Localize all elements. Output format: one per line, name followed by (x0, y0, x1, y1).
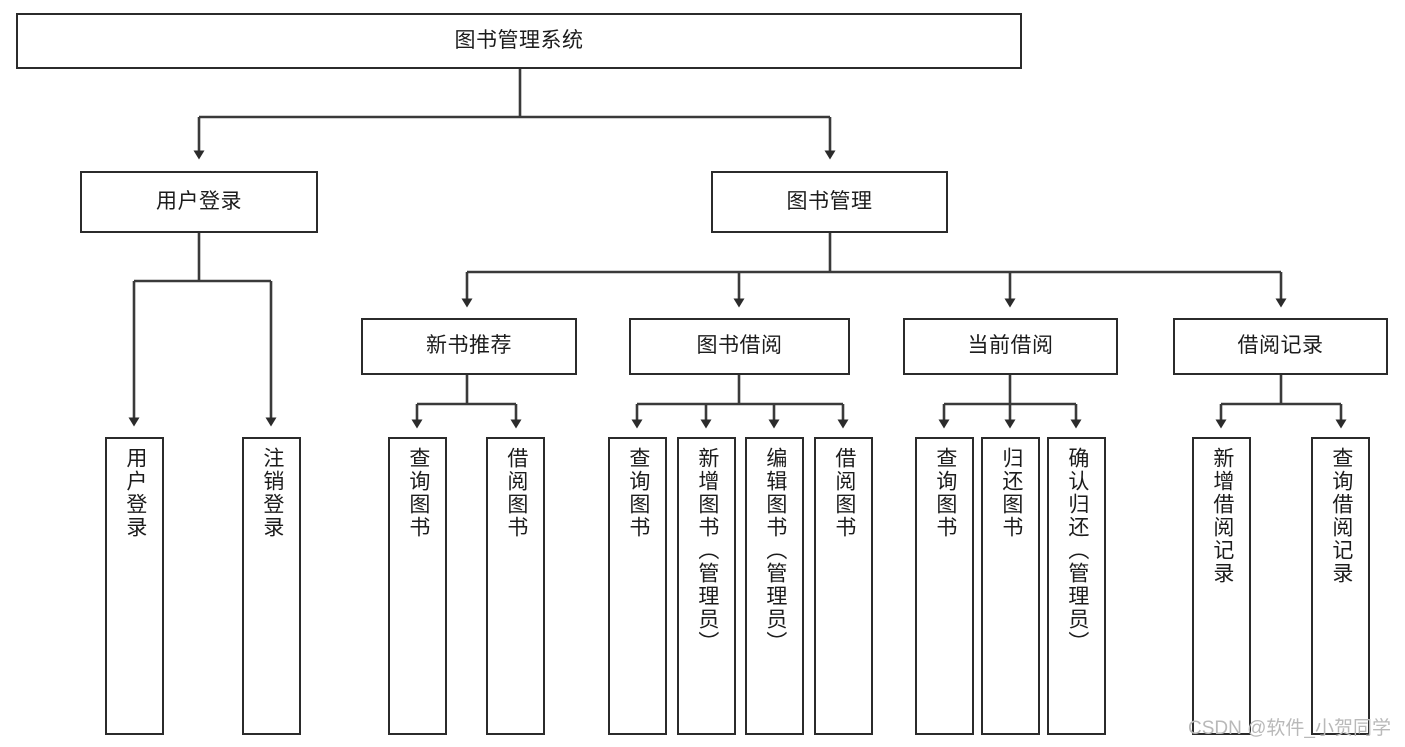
node-label: 图书借阅 (696, 334, 783, 358)
leaf-user-login-logout[interactable]: 注销登录 (242, 437, 301, 735)
csdn-watermark: CSDN @软件_小贺同学 (1188, 718, 1391, 739)
leaf-borrow-record-query-record[interactable]: 查询借阅记录 (1311, 437, 1370, 735)
node-label: 图书管理 (786, 189, 873, 213)
leaf-book-borrow-query-book[interactable]: 查询图书 (608, 437, 667, 735)
node-label: 借阅记录 (1237, 334, 1324, 358)
node-label: 归还图书 (999, 447, 1023, 539)
node-label: 借阅图书 (832, 447, 856, 539)
node-label: 查询图书 (933, 447, 957, 539)
node-book-management[interactable]: 图书管理 (711, 171, 948, 233)
node-user-login[interactable]: 用户登录 (80, 171, 318, 233)
node-label: 用户登录 (123, 447, 147, 539)
node-label: 查询图书 (406, 447, 430, 539)
leaf-user-login-login[interactable]: 用户登录 (105, 437, 164, 735)
leaf-new-book-query-book[interactable]: 查询图书 (388, 437, 447, 735)
leaf-current-borrow-query-book[interactable]: 查询图书 (915, 437, 974, 735)
node-label: 当前借阅 (967, 334, 1054, 358)
node-label: 用户登录 (156, 189, 242, 213)
leaf-current-borrow-confirm-return-admin[interactable]: 确认归还（管理员） (1047, 437, 1106, 735)
node-label: 注销登录 (260, 447, 284, 539)
node-label: 确认归还（管理员） (1065, 447, 1089, 654)
leaf-book-borrow-add-book-admin[interactable]: 新增图书（管理员） (677, 437, 736, 735)
node-borrow-record[interactable]: 借阅记录 (1173, 318, 1388, 375)
leaf-book-borrow-edit-book-admin[interactable]: 编辑图书（管理员） (745, 437, 804, 735)
node-label: 借阅图书 (504, 447, 528, 539)
node-label: 查询借阅记录 (1329, 447, 1353, 585)
leaf-borrow-record-add-record[interactable]: 新增借阅记录 (1192, 437, 1251, 735)
node-label: 新增图书（管理员） (695, 447, 719, 654)
node-label: 新增借阅记录 (1210, 447, 1234, 585)
node-root-book-management-system[interactable]: 图书管理系统 (16, 13, 1022, 69)
node-new-book-recommend[interactable]: 新书推荐 (361, 318, 577, 375)
node-label: 编辑图书（管理员） (763, 447, 787, 654)
node-label: 查询图书 (626, 447, 650, 539)
node-label: 新书推荐 (426, 334, 512, 358)
leaf-current-borrow-return-book[interactable]: 归还图书 (981, 437, 1040, 735)
node-book-borrow[interactable]: 图书借阅 (629, 318, 850, 375)
leaf-book-borrow-borrow-book[interactable]: 借阅图书 (814, 437, 873, 735)
node-label: 图书管理系统 (454, 28, 584, 52)
node-current-borrow[interactable]: 当前借阅 (903, 318, 1118, 375)
leaf-new-book-borrow-book[interactable]: 借阅图书 (486, 437, 545, 735)
